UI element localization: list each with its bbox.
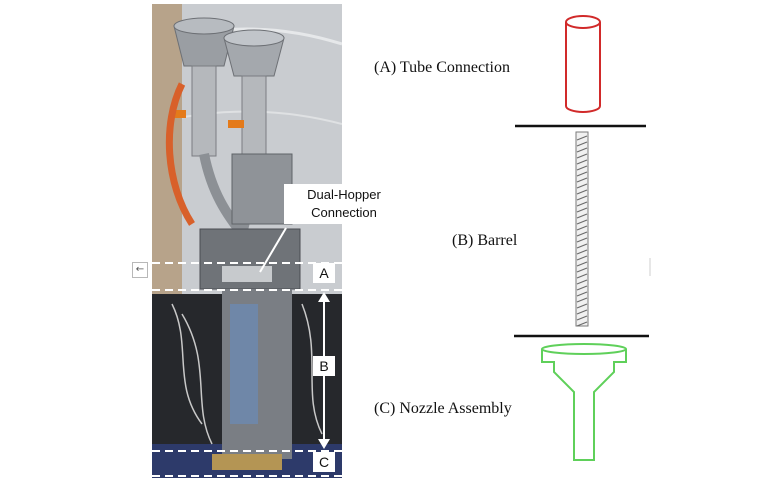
nozzle-assembly-shape xyxy=(541,343,627,461)
dual-hopper-callout: Dual-Hopper Connection xyxy=(284,184,404,224)
back-arrow-icon[interactable]: ← xyxy=(132,262,148,278)
photo-illustration xyxy=(152,4,342,478)
zone-label-a: A xyxy=(313,263,335,283)
zone-label-b: B xyxy=(313,356,335,376)
barrel-shape xyxy=(575,131,589,327)
label-barrel: (B) Barrel xyxy=(452,232,518,249)
tube-connection-shape xyxy=(565,15,601,113)
label-tube-connection: (A) Tube Connection xyxy=(374,59,510,76)
extruder-photo xyxy=(152,4,342,478)
label-nozzle-assembly: (C) Nozzle Assembly xyxy=(374,400,512,417)
zone-label-c: C xyxy=(313,452,335,472)
schematic-drawing xyxy=(514,15,651,461)
